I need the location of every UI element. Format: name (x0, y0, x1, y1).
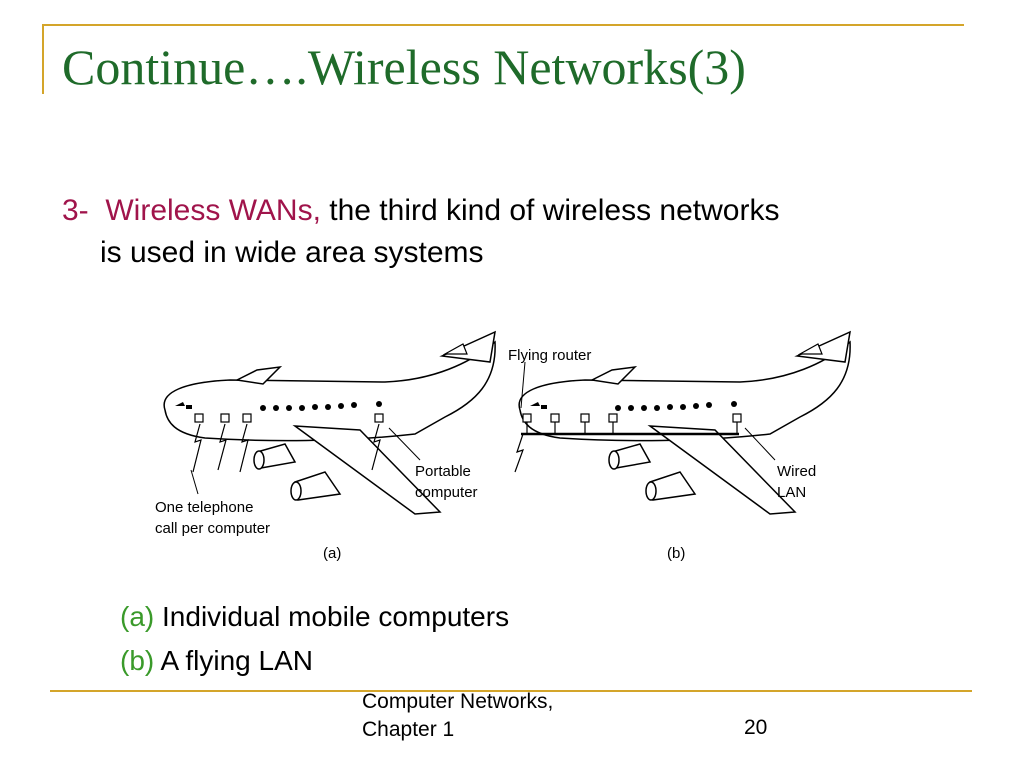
caption-b-text: A flying LAN (154, 645, 313, 676)
label-portable-1: Portable (415, 463, 471, 480)
computer-icon (550, 413, 560, 423)
radio-bolt-icon (239, 423, 249, 473)
left-rule (42, 24, 44, 94)
footer: Computer Networks, Chapter 1 (362, 688, 553, 744)
computer-icon (374, 413, 384, 423)
computer-icon (580, 413, 590, 423)
radio-bolt-icon (371, 423, 381, 471)
label-flying-router: Flying router (508, 347, 591, 364)
computer-icon (522, 413, 532, 423)
label-wired-2: LAN (777, 484, 806, 501)
radio-bolt-icon (192, 423, 202, 473)
caption-a-text: Individual mobile computers (154, 601, 510, 632)
bullet-point: 3- Wireless WANs, the third kind of wire… (62, 190, 962, 274)
bullet-text-line2: is used in wide area systems (100, 236, 484, 269)
page-number: 20 (744, 716, 768, 739)
computer-icon (732, 413, 742, 423)
pointer-line (744, 427, 776, 461)
radio-bolt-icon (514, 433, 524, 473)
footer-line2: Chapter 1 (362, 718, 455, 741)
bullet-text-line1: the third kind of wireless networks (320, 194, 780, 227)
radio-bolt-icon (217, 423, 227, 471)
computer-icon (220, 413, 230, 423)
footer-line1: Computer Networks, (362, 690, 554, 713)
pointer-line (388, 427, 421, 461)
label-portable-2: computer (415, 484, 478, 501)
airplane-diagram: One telephone call per computer Portable… (155, 331, 851, 562)
label-wired-1: Wired (777, 463, 816, 480)
computer-icon (608, 413, 618, 423)
slide-title: Continue….Wireless Networks(3) (62, 39, 746, 95)
computer-icon (194, 413, 204, 423)
pointer-line (190, 469, 199, 495)
plane-a: One telephone call per computer Portable… (155, 331, 496, 562)
label-b: (b) (667, 545, 685, 562)
label-a: (a) (323, 545, 341, 562)
caption-b: (b) A flying LAN (120, 645, 313, 677)
caption-a: (a) Individual mobile computers (120, 601, 509, 633)
label-telephone-1: One telephone (155, 499, 253, 516)
pointer-line (520, 361, 526, 409)
plane-b: Flying router Wired LAN (b) (508, 331, 851, 562)
bottom-rule (50, 690, 972, 692)
caption-a-label: (a) (120, 601, 155, 632)
label-telephone-2: call per computer (155, 520, 270, 537)
bullet-term: Wireless WANs, (105, 194, 321, 227)
computer-icon (242, 413, 252, 423)
bullet-number: 3- (62, 194, 89, 227)
top-rule (42, 24, 964, 26)
caption-b-label: (b) (120, 645, 155, 676)
airplane-figure: One telephone call per computer Portable… (145, 322, 865, 577)
